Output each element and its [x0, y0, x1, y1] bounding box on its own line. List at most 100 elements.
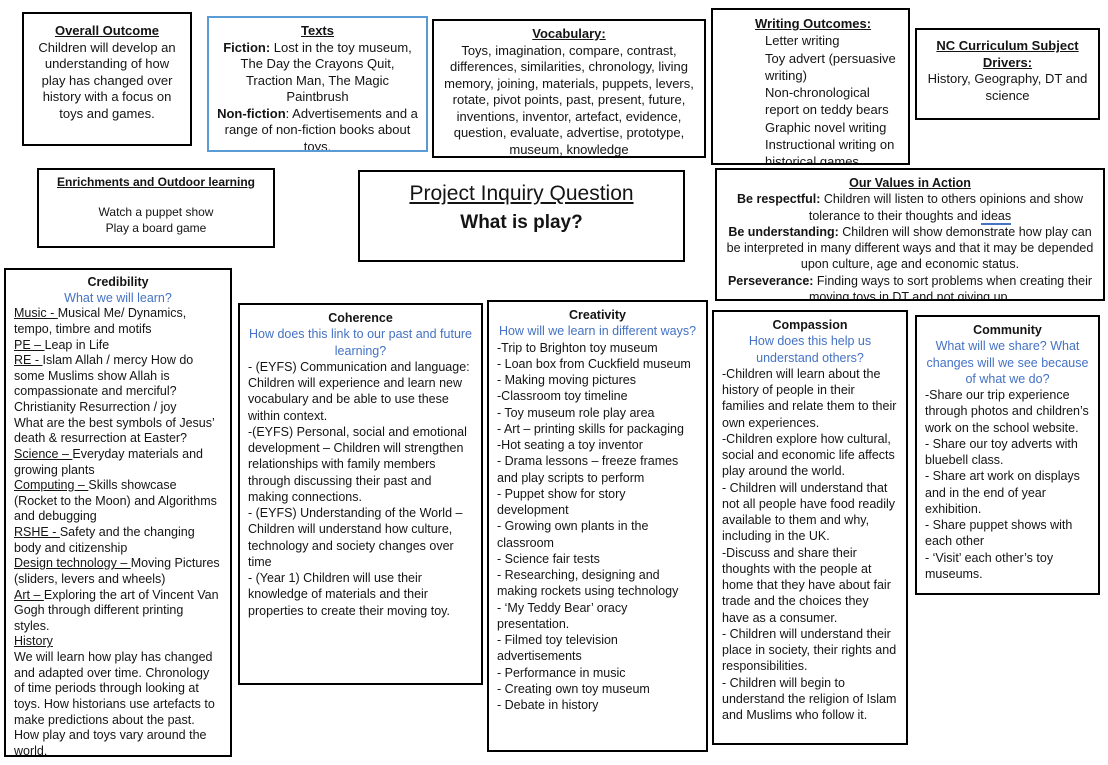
text-line: - (EYFS) Understanding of the World – Ch… [248, 506, 463, 569]
text-line: - Share puppet shows with each other [925, 518, 1073, 549]
text-line: - Debate in history [497, 698, 599, 712]
text-line: How will we learn in different ways? [498, 324, 697, 339]
text-line [47, 190, 265, 205]
text-line: - (EYFS) Communication and language: Chi… [248, 359, 470, 423]
vocabulary-box: Vocabulary:Toys, imagination, compare, c… [432, 19, 706, 158]
text-line: Overall Outcome [54, 23, 160, 38]
text-line: Watch a puppet show [98, 205, 214, 220]
text-line: - Creating own toy museum [497, 681, 650, 696]
text-line: How does this link to our past and futur… [248, 327, 473, 358]
text-line: - Toy museum role play area [497, 405, 655, 420]
text-line: Enrichments and Outdoor learning [56, 175, 256, 189]
text-line: What we will learn? [64, 290, 172, 305]
vocabulary-content: Vocabulary:Toys, imagination, compare, c… [442, 26, 696, 157]
text-line: Be respectful: Children will listen to o… [737, 192, 1083, 225]
text-line: - Making moving pictures [497, 373, 636, 387]
text-line: - Puppet show for story development [497, 486, 626, 517]
text-line: Play a board game [105, 220, 207, 235]
nc-drivers-content: NC Curriculum Subject Drivers:History, G… [925, 38, 1090, 104]
text-line: Non-chronological report on teddy bears [765, 85, 889, 118]
text-line: - Children will understand their place i… [722, 626, 897, 674]
text-line: - ‘Visit’ each other’s toy museums. [925, 550, 1054, 581]
text-line: - Growing own plants in the classroom [497, 519, 649, 550]
text-line: - Filmed toy television advertisements [497, 633, 618, 664]
text-line: What are the best symbols of Jesus’ deat… [14, 415, 215, 446]
text-line: -Share our trip experience through photo… [925, 388, 1089, 435]
text-line: - Performance in music [497, 665, 626, 680]
text-line: Perseverance: Finding ways to sort probl… [727, 273, 1093, 301]
values-content: Our Values in Action Be respectful: Child… [725, 175, 1095, 301]
text-line: Toy advert (persuasive writing) [765, 50, 896, 83]
text-line: What is play? [460, 211, 583, 233]
text-line: Design technology – Moving Pictures (sli… [14, 556, 220, 586]
text-line: - Loan box from Cuckfield museum [497, 356, 691, 371]
text-line: - Share our toy adverts with bluebell cl… [925, 436, 1078, 467]
text-line: PE – Leap in Life [14, 337, 110, 352]
text-line: Computing – Skills showcase (Rocket to t… [14, 478, 217, 524]
text-line: Vocabulary: [532, 26, 606, 41]
enrichments-content: Enrichments and Outdoor learning Watch a… [47, 175, 265, 236]
text-line: - Drama lessons – freeze frames and play… [497, 454, 679, 485]
text-line: Art – Exploring the art of Vincent Van G… [14, 587, 219, 633]
text-line: - Researching, designing and making rock… [497, 568, 679, 599]
text-line: - Children will understand that not all … [722, 480, 896, 544]
text-line: We will learn how play has changed and a… [14, 650, 215, 757]
text-line: -Classroom toy timeline [497, 389, 628, 404]
text-line: - Science fair tests [497, 551, 600, 566]
text-line: RE - Islam Allah / mercy How do some Mus… [14, 353, 194, 399]
text-line: Our Values in Action [849, 176, 971, 190]
text-line: Coherence [328, 311, 393, 325]
text-line: Community [973, 323, 1042, 337]
text-line: -Children will learn about the history o… [722, 366, 897, 430]
text-line: -Hot seating a toy inventor [497, 438, 643, 452]
text-line: Instructional writing on historical game… [765, 136, 895, 165]
text-line: Graphic novel writing [765, 119, 887, 135]
text-line: Creativity [569, 308, 626, 322]
text-line: Science – Everyday materials and growing… [14, 446, 203, 477]
text-line: Credibility [87, 275, 149, 289]
text-line: History, Geography, DT and science [927, 71, 1088, 103]
text-line: -Trip to Brighton toy museum [497, 340, 658, 355]
text-line: Texts [301, 23, 334, 38]
text-line: History [14, 634, 53, 649]
text-line: -Children explore how cultural, social a… [722, 431, 895, 479]
nc-curriculum-subject-drivers-box: NC Curriculum Subject Drivers:History, G… [915, 28, 1100, 120]
text-line: Children will develop an understanding o… [38, 39, 176, 121]
text-line: - Art – printing skills for packaging [497, 421, 684, 436]
enrichments-outdoor-learning-box: Enrichments and Outdoor learning Watch a… [37, 168, 275, 248]
text-line: RSHE - Safety and the changing body and … [14, 525, 195, 555]
text-line: Writing Outcomes: [755, 16, 872, 31]
text-line: Non-fiction: Advertisements and a range … [217, 105, 418, 152]
text-line: Letter writing [765, 33, 840, 49]
text-line: Fiction: Lost in the toy museum, The Day… [223, 39, 412, 105]
text-line: - Children will begin to understand the … [722, 675, 897, 723]
text-line: -(EYFS) Personal, social and emotional d… [248, 424, 467, 504]
text-line: -Discuss and share their thoughts with t… [722, 545, 891, 625]
our-values-in-action-box: Our Values in Action Be respectful: Child… [715, 168, 1105, 301]
text-line: Be understanding: Children will show dem… [726, 224, 1094, 272]
text-line: Toys, imagination, compare, contrast, di… [444, 42, 694, 157]
text-line: Christianity Resurrection / joy [14, 400, 177, 414]
text-line: Compassion [772, 318, 848, 332]
text-line: What will we share? What changes will we… [926, 339, 1089, 386]
text-line: Music - Musical Me/ Dynamics, tempo, tim… [14, 306, 187, 336]
text-line: How does this help us understand others? [748, 334, 872, 365]
text-line: - (Year 1) Children will use their knowl… [248, 571, 450, 618]
